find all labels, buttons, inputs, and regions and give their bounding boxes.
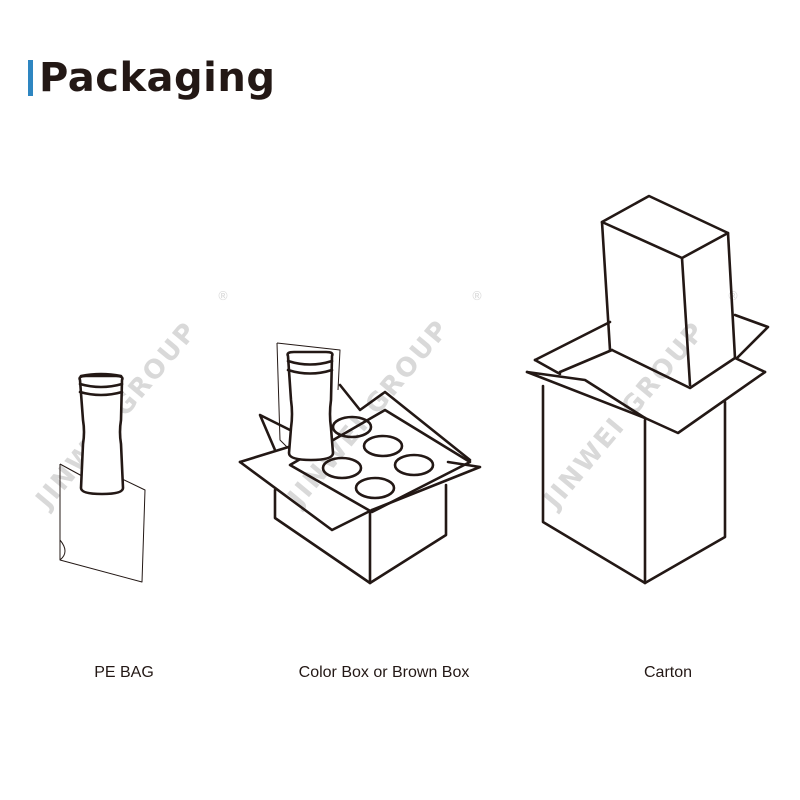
tumbler-icon [286, 350, 335, 462]
carton-icon [525, 194, 770, 585]
watermark-mark: ® [727, 289, 739, 303]
caption-pe-bag: PE BAG [94, 664, 154, 681]
title-text: Packaging [39, 55, 276, 101]
pe-bag-icon [59, 372, 146, 583]
watermark-mark: ® [471, 289, 483, 303]
tumbler-icon [78, 372, 125, 496]
title-accent-bar [28, 60, 33, 96]
caption-carton: Carton [643, 664, 693, 681]
caption-color-box: Color Box or Brown Box [298, 664, 470, 681]
page-title: Packaging [28, 56, 276, 100]
color-box-icon [238, 342, 482, 585]
watermark-mark: ® [217, 289, 229, 303]
